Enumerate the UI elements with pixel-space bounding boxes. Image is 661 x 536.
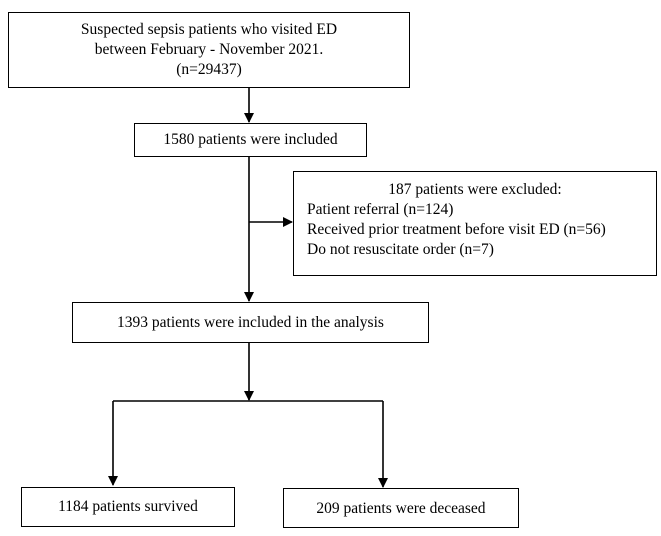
- included-text: 1580 patients were included: [163, 131, 338, 148]
- survived-box: 1184 patients survived: [21, 487, 235, 527]
- screened-box: Suspected sepsis patients who visited ED…: [8, 12, 410, 88]
- analysis-text: 1393 patients were included in the analy…: [117, 314, 384, 331]
- excluded-box: 187 patients were excluded: Patient refe…: [293, 171, 657, 276]
- excluded-reason-3: Do not resuscitate order (n=7): [307, 241, 494, 258]
- screened-line-3: (n=29437): [176, 61, 242, 78]
- deceased-text: 209 patients were deceased: [316, 500, 486, 517]
- deceased-box: 209 patients were deceased: [283, 488, 519, 528]
- excluded-title: 187 patients were excluded:: [388, 181, 562, 198]
- screened-line-2: between February - November 2021.: [94, 41, 324, 58]
- excluded-reason-1: Patient referral (n=124): [307, 201, 454, 218]
- excluded-reason-2: Received prior treatment before visit ED…: [307, 221, 606, 238]
- screened-line-1: Suspected sepsis patients who visited ED: [80, 21, 338, 38]
- included-box: 1580 patients were included: [134, 123, 367, 157]
- survived-text: 1184 patients survived: [58, 498, 198, 515]
- analysis-box: 1393 patients were included in the analy…: [72, 302, 429, 343]
